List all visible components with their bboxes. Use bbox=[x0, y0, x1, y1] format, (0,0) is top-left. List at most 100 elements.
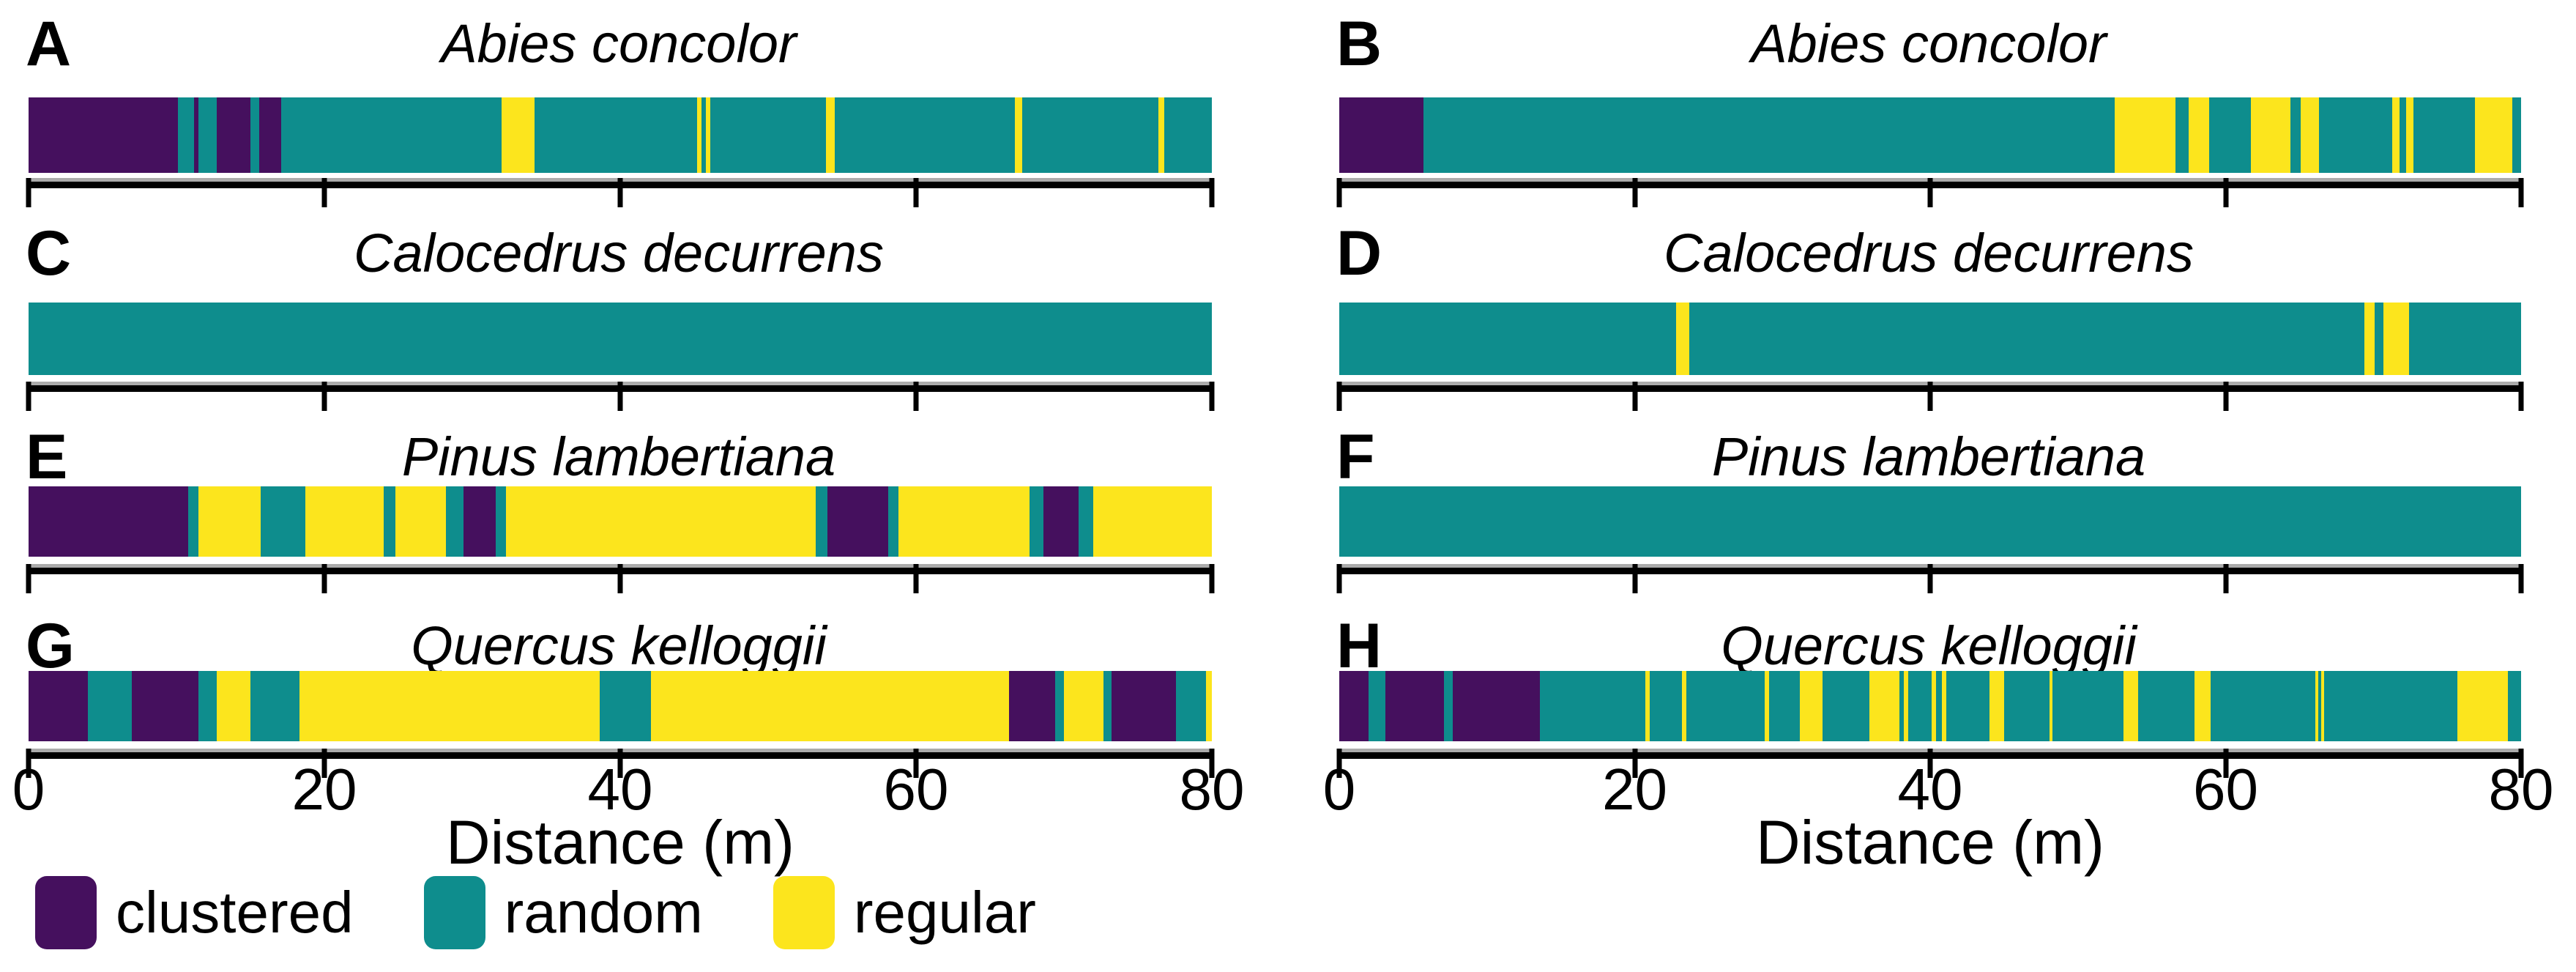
axis-tick bbox=[2223, 178, 2228, 207]
segment-regular bbox=[2457, 671, 2508, 741]
panel-header: F Pinus lambertiana bbox=[1336, 423, 2521, 491]
segment-random bbox=[445, 486, 464, 557]
axis-tick bbox=[1632, 564, 1637, 593]
axis-tick bbox=[2518, 564, 2524, 593]
axis-tick bbox=[1632, 178, 1637, 207]
panel-letter-H: H bbox=[1336, 611, 1382, 681]
segment-random bbox=[1899, 671, 1904, 741]
segment-random bbox=[2408, 303, 2521, 375]
segment-regular bbox=[706, 97, 711, 173]
x-tick-label: 0 bbox=[1322, 757, 1356, 822]
segment-regular bbox=[1931, 671, 1936, 741]
segment-regular bbox=[1063, 671, 1104, 741]
segment-random bbox=[815, 486, 827, 557]
segment-random bbox=[1030, 486, 1043, 557]
classification-bar bbox=[29, 303, 1212, 375]
segment-random bbox=[1054, 671, 1064, 741]
panel-header: C Calocedrus decurrens bbox=[26, 220, 1212, 287]
x-axis bbox=[26, 382, 1215, 411]
segment-regular bbox=[216, 671, 250, 741]
segment-random bbox=[188, 486, 199, 557]
segment-regular bbox=[1903, 671, 1908, 741]
panel-letter-C: C bbox=[26, 218, 72, 289]
segment-random bbox=[2003, 671, 2050, 741]
segment-random bbox=[29, 303, 1212, 375]
segment-random bbox=[1907, 671, 1932, 741]
segment-random bbox=[1822, 671, 1870, 741]
segment-random bbox=[701, 97, 707, 173]
axis-tick bbox=[617, 178, 623, 207]
segment-random bbox=[178, 97, 195, 173]
segment-regular bbox=[1764, 671, 1770, 741]
segment-regular bbox=[2321, 671, 2325, 741]
axis-tick bbox=[26, 178, 31, 207]
segment-clustered bbox=[1111, 671, 1177, 741]
segment-clustered bbox=[132, 671, 199, 741]
segment-regular bbox=[299, 671, 600, 741]
classification-bar bbox=[1339, 97, 2521, 173]
segment-clustered bbox=[1385, 671, 1445, 741]
segment-regular bbox=[395, 486, 446, 557]
axis-tick bbox=[1336, 178, 1342, 207]
segment-regular bbox=[1869, 671, 1899, 741]
segment-clustered bbox=[216, 97, 250, 173]
panel-header: D Calocedrus decurrens bbox=[1336, 220, 2521, 287]
segment-random bbox=[496, 486, 507, 557]
segment-clustered bbox=[194, 97, 199, 173]
axis-tick bbox=[1632, 382, 1637, 411]
x-axis bbox=[26, 178, 1215, 207]
segment-random bbox=[1176, 671, 1206, 741]
panel-letter-A: A bbox=[26, 9, 72, 79]
segment-random bbox=[887, 486, 898, 557]
axis-tick bbox=[1209, 178, 1215, 207]
panel-header: G Quercus kelloggii bbox=[26, 612, 1212, 680]
segment-random bbox=[710, 97, 826, 173]
segment-random bbox=[2318, 671, 2322, 741]
segment-random bbox=[250, 671, 299, 741]
segment-random bbox=[198, 671, 217, 741]
segment-regular bbox=[305, 486, 384, 557]
x-axis bbox=[1336, 178, 2524, 207]
species-title: Pinus lambertiana bbox=[401, 426, 836, 487]
segment-clustered bbox=[463, 486, 496, 557]
segment-regular bbox=[696, 97, 702, 173]
segment-random bbox=[1164, 97, 1212, 173]
segment-regular bbox=[506, 486, 816, 557]
segment-random bbox=[1339, 303, 1676, 375]
segment-random bbox=[534, 97, 697, 173]
panel-letter-E: E bbox=[26, 422, 68, 492]
x-tick-label: 40 bbox=[1897, 757, 1963, 822]
segment-random bbox=[1689, 303, 2365, 375]
segment-random bbox=[1423, 97, 2115, 173]
axis-tick bbox=[321, 564, 327, 593]
x-tick-label: 20 bbox=[291, 757, 357, 822]
axis-tick bbox=[1927, 382, 1933, 411]
segment-clustered bbox=[1339, 671, 1369, 741]
segment-random bbox=[2138, 671, 2195, 741]
segment-random bbox=[1649, 671, 1682, 741]
species-title: Pinus lambertiana bbox=[1711, 426, 2146, 487]
axis-tick bbox=[617, 564, 623, 593]
segment-random bbox=[2512, 97, 2521, 173]
segment-clustered bbox=[259, 97, 282, 173]
segment-regular bbox=[1158, 97, 1165, 173]
segment-random bbox=[250, 97, 260, 173]
panel-header: B Abies concolor bbox=[1336, 10, 2521, 78]
classification-bar bbox=[29, 97, 1212, 173]
segment-random bbox=[2507, 671, 2521, 741]
segment-regular bbox=[2050, 671, 2053, 741]
segment-random bbox=[834, 97, 1016, 173]
axis-tick bbox=[26, 564, 31, 593]
x-tick-label: 0 bbox=[12, 757, 45, 822]
panel-header: A Abies concolor bbox=[26, 10, 1212, 78]
axis-tick bbox=[321, 178, 327, 207]
segment-clustered bbox=[827, 486, 888, 557]
segment-regular bbox=[2115, 97, 2175, 173]
segment-random bbox=[1339, 486, 2521, 557]
segment-regular bbox=[198, 486, 261, 557]
x-axis bbox=[1336, 564, 2524, 593]
species-title: Quercus kelloggii bbox=[1721, 615, 2137, 676]
classification-bar bbox=[1339, 486, 2521, 557]
